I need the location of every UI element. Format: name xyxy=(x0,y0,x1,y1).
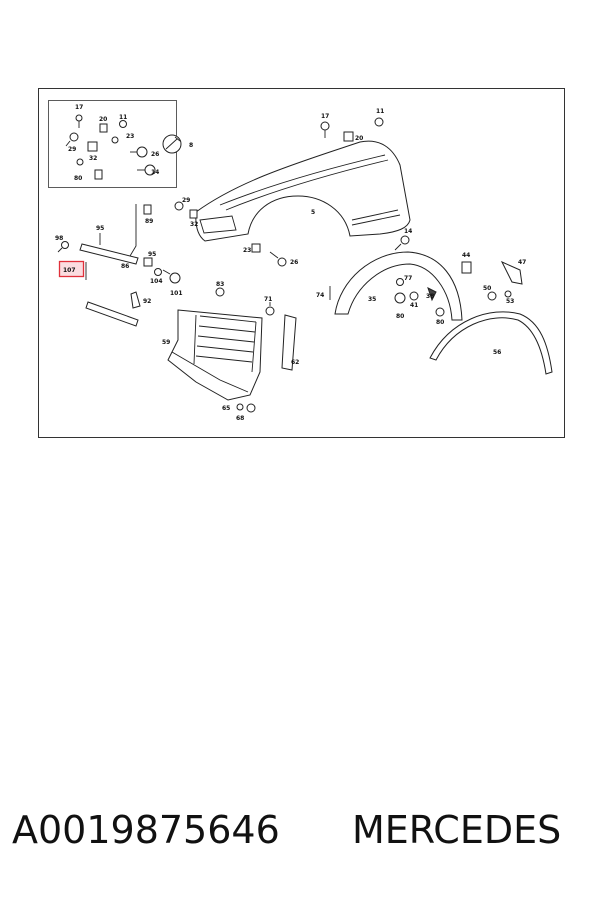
label-14: 14 xyxy=(151,169,159,176)
label-95-b: 95 xyxy=(148,251,156,258)
label-26-mid: 26 xyxy=(290,259,298,266)
label-32-mid: 32 xyxy=(190,221,198,228)
label-47: 47 xyxy=(518,259,526,266)
label-95: 95 xyxy=(96,225,104,232)
label-65: 65 xyxy=(222,405,230,412)
label-77: 77 xyxy=(404,275,412,282)
label-26: 26 xyxy=(151,151,159,158)
inset-hardware-box: 17 20 11 23 29 32 26 80 14 xyxy=(48,100,177,188)
fender-hardware: 17 20 11 29 32 89 14 23 26 xyxy=(143,108,412,267)
diagram-frame xyxy=(38,88,565,438)
label-104: 104 xyxy=(150,278,163,285)
label-17-top: 17 xyxy=(321,113,329,120)
label-20-top: 20 xyxy=(355,135,363,142)
fender-panel: 5 xyxy=(195,140,411,242)
label-35: 35 xyxy=(368,296,376,303)
highlight-box-107 xyxy=(58,260,85,278)
label-98: 98 xyxy=(55,235,63,242)
brand-name: MERCEDES xyxy=(352,808,562,852)
part-number: A0019875646 xyxy=(12,808,280,852)
label-11-top: 11 xyxy=(376,108,384,115)
label-86: 86 xyxy=(121,263,129,270)
label-20: 20 xyxy=(99,116,107,123)
label-71: 71 xyxy=(264,296,272,303)
label-38: 38 xyxy=(426,293,434,300)
label-92: 92 xyxy=(143,298,151,305)
label-29: 29 xyxy=(68,146,76,153)
wrench-icon: 8 xyxy=(162,134,193,154)
label-56: 56 xyxy=(493,349,501,356)
label-17: 17 xyxy=(75,104,83,111)
label-23: 23 xyxy=(126,133,134,140)
label-41: 41 xyxy=(410,302,418,309)
label-74: 74 xyxy=(316,292,324,299)
label-8: 8 xyxy=(189,142,193,149)
label-44: 44 xyxy=(462,252,470,259)
front-support-parts: 95 98 107 86 95 104 101 92 xyxy=(55,204,183,327)
label-68: 68 xyxy=(236,415,244,422)
label-14-mid: 14 xyxy=(404,228,412,235)
label-29-mid: 29 xyxy=(182,197,190,204)
label-89: 89 xyxy=(145,218,153,225)
label-80: 80 xyxy=(74,175,82,182)
label-5: 5 xyxy=(311,209,315,216)
wheel-arch-liner: 74 35 77 80 41 38 80 44 47 50 53 56 xyxy=(316,251,553,375)
label-32: 32 xyxy=(89,155,97,162)
label-53: 53 xyxy=(506,298,514,305)
label-80-arch-b: 80 xyxy=(436,319,444,326)
label-107: 107 xyxy=(63,267,76,274)
label-62: 62 xyxy=(291,359,299,366)
inner-liner: 83 59 65 68 71 62 xyxy=(162,281,299,422)
parts-diagram: 17 20 11 23 29 32 26 80 14 8 5 17 20 11 … xyxy=(38,88,565,438)
label-83: 83 xyxy=(216,281,224,288)
label-80-arch: 80 xyxy=(396,313,404,320)
caption-bar: A0019875646 MERCEDES xyxy=(0,800,600,860)
label-11: 11 xyxy=(119,114,127,121)
label-50: 50 xyxy=(483,285,491,292)
label-23-mid: 23 xyxy=(243,247,251,254)
label-59: 59 xyxy=(162,339,170,346)
label-101: 101 xyxy=(170,290,183,297)
